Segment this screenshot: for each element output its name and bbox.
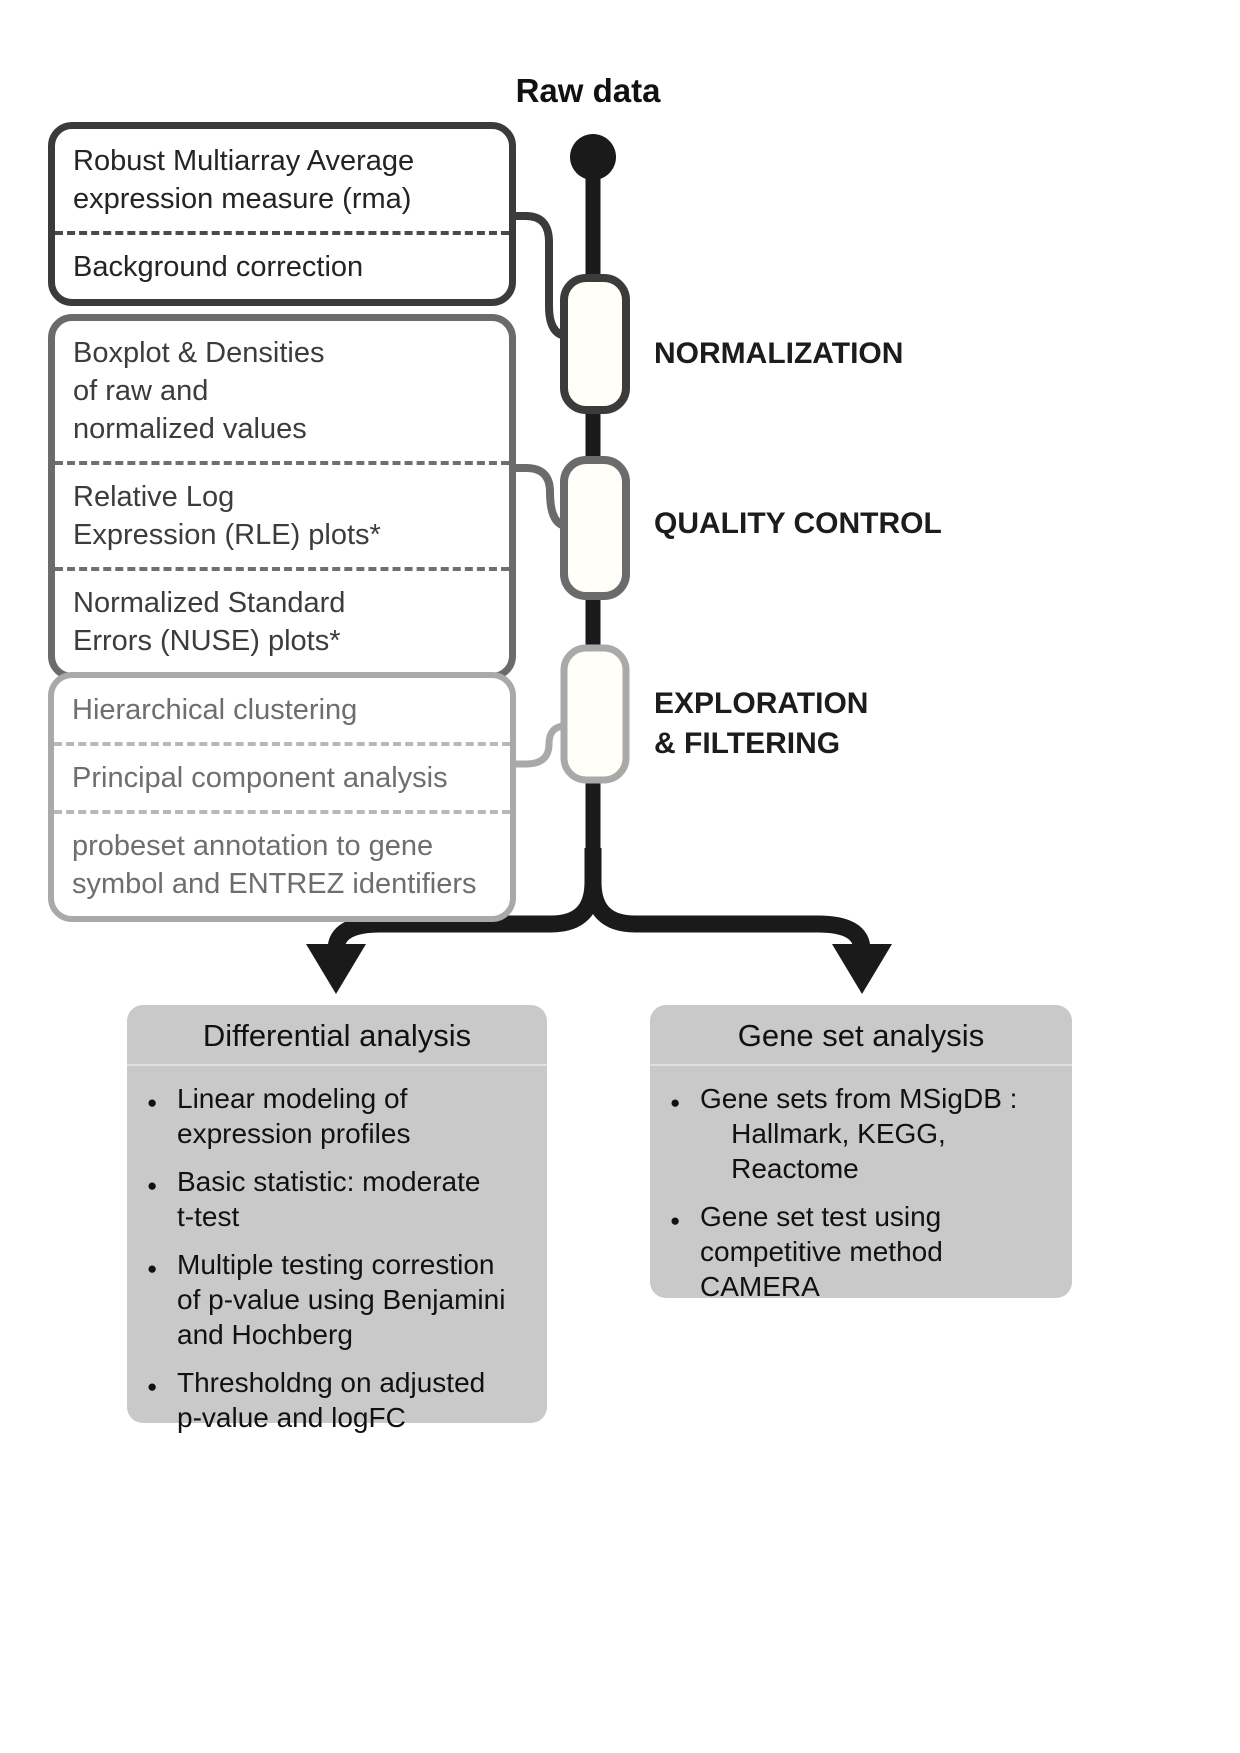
differential-analysis-box: Differential analysis Linear modeling of… — [127, 1005, 547, 1433]
exploration-steps-box: Hierarchical clustering Principal compon… — [48, 672, 516, 922]
gene-set-analysis-title: Gene set analysis — [650, 1005, 1072, 1066]
quality-control-node — [560, 456, 630, 600]
gene-set-analysis-item: Gene set test using competitive method C… — [670, 1199, 1058, 1304]
gene-set-analysis-box: Gene set analysis Gene sets from MSigDB … — [650, 1005, 1072, 1302]
branch-right-line — [584, 848, 871, 951]
quality-control-step: Relative Log Expression (RLE) plots* — [55, 461, 509, 567]
normalization-steps-box: Robust Multiarray Average expression mea… — [48, 122, 516, 306]
differential-analysis-item: Basic statistic: moderate t-test — [147, 1164, 533, 1234]
stage-label-quality-control: QUALITY CONTROL — [654, 507, 942, 540]
differential-analysis-item: Multiple testing correstion of p-value u… — [147, 1247, 533, 1352]
raw-data-label: Raw data — [515, 72, 661, 109]
gene-set-analysis-list: Gene sets from MSigDB : Hallmark, KEGG, … — [650, 1081, 1072, 1304]
exploration-step: probeset annotation to gene symbol and E… — [54, 810, 510, 916]
differential-analysis-list: Linear modeling of expression profiles B… — [127, 1081, 547, 1435]
stage-label-normalization: NORMALIZATION — [654, 337, 904, 370]
quality-control-step: Normalized Standard Errors (NUSE) plots* — [55, 567, 509, 673]
exploration-step: Principal component analysis — [54, 742, 510, 810]
exploration-step: Hierarchical clustering — [72, 694, 358, 726]
differential-analysis-title: Differential analysis — [127, 1005, 547, 1066]
normalization-step: Background correction — [55, 231, 509, 299]
branch-right-arrowhead — [832, 944, 892, 994]
quality-control-step: Boxplot & Densities of raw and normalize… — [73, 337, 325, 445]
normalization-step: Robust Multiarray Average expression mea… — [73, 145, 415, 215]
normalization-connector — [512, 212, 567, 340]
branch-left-arrowhead — [306, 944, 366, 994]
quality-control-connector — [512, 464, 567, 530]
raw-data-node — [570, 134, 616, 180]
quality-control-steps-box: Boxplot & Densities of raw and normalize… — [48, 314, 516, 680]
exploration-node — [560, 644, 630, 784]
stage-label-exploration-filtering: EXPLORATION & FILTERING — [654, 687, 869, 760]
normalization-node — [560, 274, 630, 414]
differential-analysis-item: Linear modeling of expression profiles — [147, 1081, 533, 1151]
differential-analysis-item: Thresholdng on adjusted p-value and logF… — [147, 1365, 533, 1435]
exploration-connector — [512, 722, 567, 768]
gene-set-analysis-item: Gene sets from MSigDB : Hallmark, KEGG, … — [670, 1081, 1058, 1186]
